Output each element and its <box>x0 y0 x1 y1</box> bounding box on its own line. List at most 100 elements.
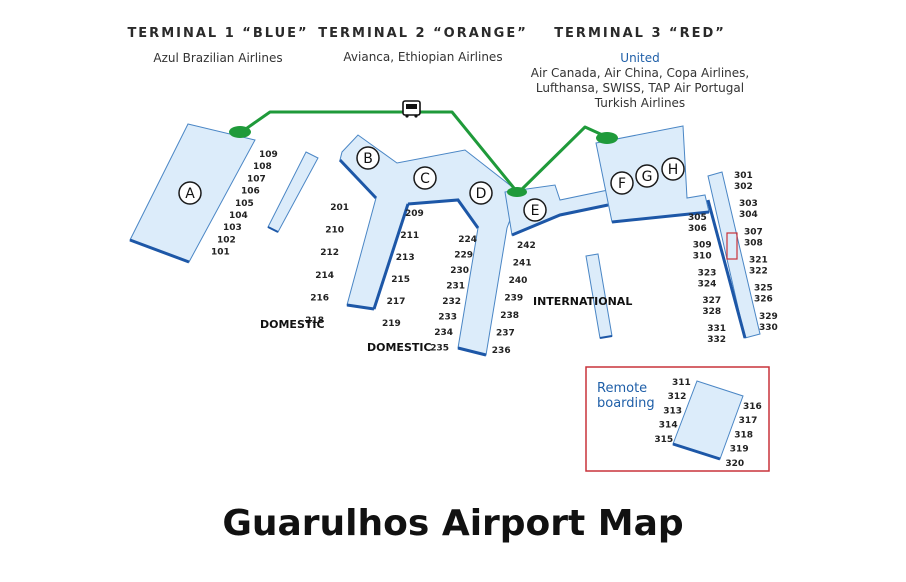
gate-label-323: 323 <box>698 268 717 278</box>
gate-label-212: 212 <box>320 248 339 258</box>
gate-label-328: 328 <box>702 307 721 317</box>
gate-label-307: 307 <box>744 227 763 237</box>
pier-marker-d: D <box>469 181 493 205</box>
gate-label-209: 209 <box>405 209 424 219</box>
pier-marker-f: F <box>610 171 634 195</box>
gate-label-330: 330 <box>759 323 778 333</box>
terminal-3-airlines-line-3: Turkish Airlines <box>594 96 686 110</box>
gate-label-108: 108 <box>253 162 272 172</box>
gate-label-324: 324 <box>698 279 717 289</box>
gate-label-214: 214 <box>315 271 334 281</box>
gate-label-237: 237 <box>496 329 515 339</box>
route-stop-terminal-1 <box>229 126 251 138</box>
gate-label-109: 109 <box>259 150 278 160</box>
gate-label-224: 224 <box>458 235 477 245</box>
gate-label-303: 303 <box>739 199 758 209</box>
restricted-area-marker <box>726 232 738 260</box>
gate-label-306: 306 <box>688 224 707 234</box>
gate-label-103: 103 <box>223 223 242 233</box>
route-stop-terminal-2 <box>507 187 527 197</box>
gate-label-229: 229 <box>454 251 473 261</box>
gate-label-210: 210 <box>325 226 344 236</box>
gate-label-232: 232 <box>442 297 461 307</box>
gate-label-327: 327 <box>702 296 721 306</box>
gate-label-312: 312 <box>668 392 687 402</box>
gate-label-315: 315 <box>654 435 673 445</box>
bus-icon <box>402 100 421 118</box>
terminal-3-airlines-line-2: Lufthansa, SWISS, TAP Air Portugal <box>535 81 745 95</box>
gate-label-238: 238 <box>500 311 519 321</box>
gate-label-308: 308 <box>744 238 763 248</box>
pier-letter: A <box>185 186 195 202</box>
shuttle-route <box>229 100 618 197</box>
terminal-3-airlines-line-1: Air Canada, Air China, Copa Airlines, <box>530 66 750 80</box>
gate-label-217: 217 <box>387 297 406 307</box>
pier-b-end-edge <box>346 303 375 311</box>
gate-label-321: 321 <box>749 256 768 266</box>
terminal-3-pier-edge <box>706 199 747 339</box>
gate-label-309: 309 <box>693 241 712 251</box>
pier-letter: H <box>668 162 679 178</box>
gate-label-242: 242 <box>517 241 536 251</box>
map-title: Guarulhos Airport Map <box>222 503 684 544</box>
terminal-2-edge-2 <box>407 198 480 229</box>
terminal-2-edge <box>338 158 378 200</box>
pier-marker-g: G <box>635 164 659 188</box>
shuttle-route-line <box>239 110 608 195</box>
terminal-2-airlines: Avianca, Ethiopian Airlines <box>343 50 503 64</box>
terminal-3-highlight-airline: United <box>620 51 660 65</box>
gate-label-219: 219 <box>382 319 401 329</box>
gate-label-107: 107 <box>247 174 266 184</box>
gate-label-230: 230 <box>450 266 469 276</box>
gate-label-239: 239 <box>504 294 523 304</box>
pier-letter: C <box>420 171 430 187</box>
pier-letter: G <box>642 169 653 185</box>
gate-label-101: 101 <box>211 248 230 258</box>
gate-label-305: 305 <box>688 213 707 223</box>
gate-label-235: 235 <box>430 344 449 354</box>
terminal-3-title: TERMINAL 3 “RED” <box>554 26 726 41</box>
gate-label-322: 322 <box>749 267 768 277</box>
gate-label-104: 104 <box>229 211 248 221</box>
t1-satellite-building <box>267 151 319 233</box>
gate-label-331: 331 <box>707 324 726 334</box>
gate-label-234: 234 <box>434 328 453 338</box>
pier-letter: F <box>618 176 626 192</box>
zone-label-international: INTERNATIONAL <box>533 295 632 308</box>
route-stop-terminal-3 <box>596 132 618 144</box>
terminal-1-airlines: Azul Brazilian Airlines <box>153 51 283 65</box>
gate-label-302: 302 <box>734 182 753 192</box>
gate-label-106: 106 <box>241 187 260 197</box>
pier-a-edge <box>129 238 190 264</box>
gate-label-241: 241 <box>513 259 532 269</box>
gate-label-310: 310 <box>693 252 712 262</box>
gate-label-211: 211 <box>400 231 419 241</box>
gate-label-201: 201 <box>330 203 349 213</box>
terminal-2-title: TERMINAL 2 “ORANGE” <box>318 26 528 41</box>
gate-label-231: 231 <box>446 282 465 292</box>
gate-label-316: 316 <box>743 402 762 412</box>
remote-boarding-frame <box>585 366 770 472</box>
gate-label-240: 240 <box>509 276 528 286</box>
gate-label-317: 317 <box>739 416 758 426</box>
gate-label-314: 314 <box>659 421 678 431</box>
pier-marker-e: E <box>523 198 547 222</box>
terminal-1-title: TERMINAL 1 “BLUE” <box>127 26 309 41</box>
terminal-3-pier-building <box>707 171 761 339</box>
terminal-3-edge <box>611 210 710 224</box>
connector-e-edge <box>511 203 609 237</box>
pier-marker-a: A <box>178 181 202 205</box>
gate-label-318: 318 <box>734 430 753 440</box>
gate-label-215: 215 <box>391 275 410 285</box>
gate-label-304: 304 <box>739 210 758 220</box>
gate-label-213: 213 <box>396 253 415 263</box>
pier-marker-h: H <box>661 157 685 181</box>
pier-letter: E <box>531 203 540 219</box>
gate-label-313: 313 <box>663 406 682 416</box>
gate-label-329: 329 <box>759 312 778 322</box>
pier-b-edge <box>372 203 410 310</box>
pier-marker-c: C <box>413 166 437 190</box>
